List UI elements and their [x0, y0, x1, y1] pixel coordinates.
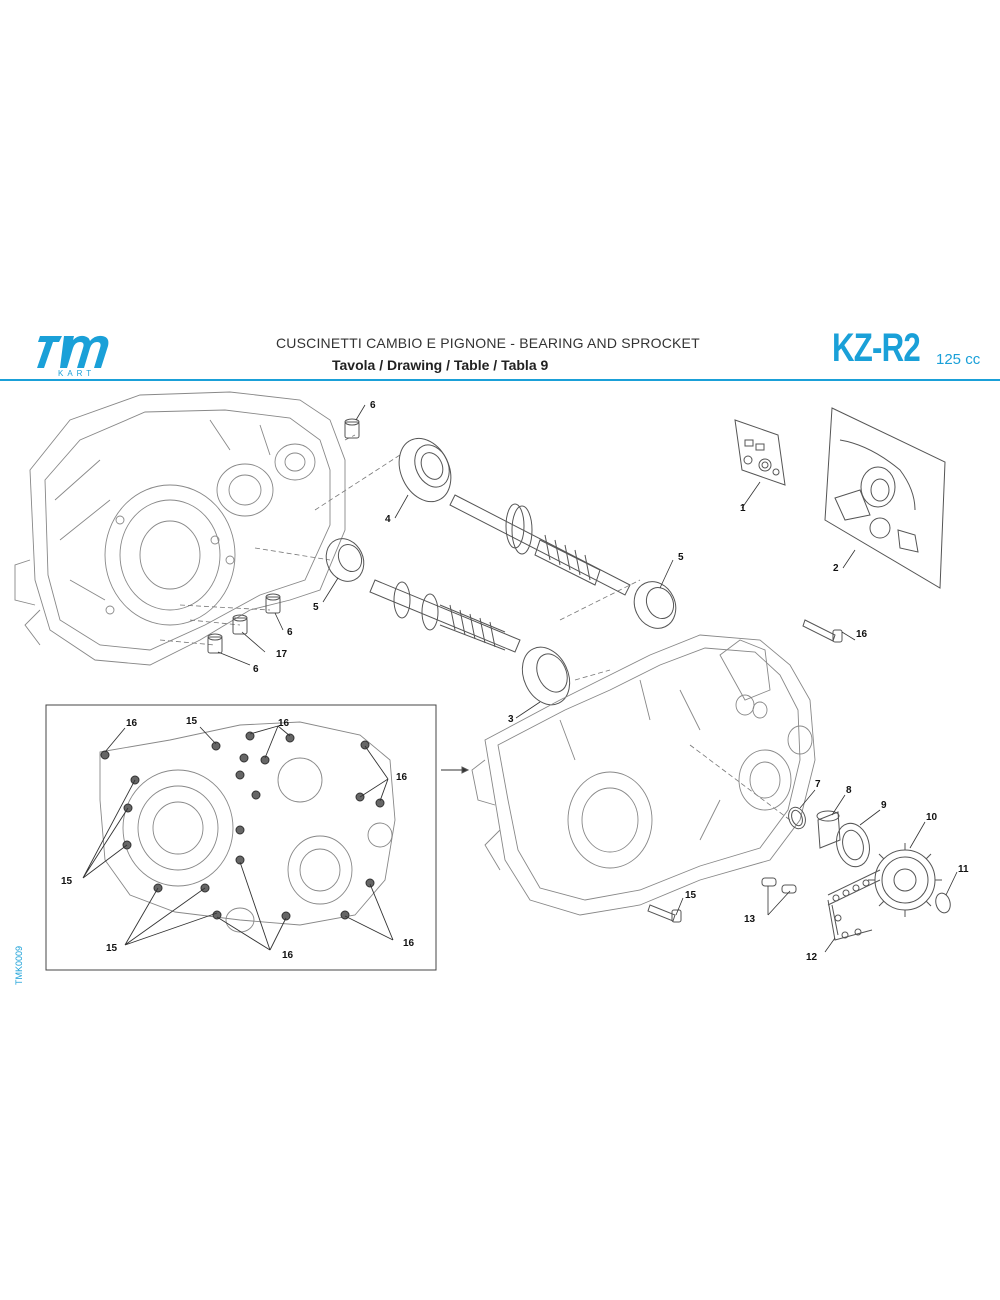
diagram-subtitle: Tavola / Drawing / Table / Tabla 9	[332, 357, 549, 373]
callout-6-low: 6	[253, 664, 259, 675]
callout-7: 7	[815, 779, 821, 790]
callout-5-left: 5	[313, 602, 319, 613]
callout-2: 2	[833, 563, 839, 574]
callout-16-inset-top: 16	[278, 718, 290, 729]
callout-3: 3	[508, 714, 514, 725]
bolt-15-detail	[647, 904, 682, 923]
callout-13: 13	[744, 914, 756, 925]
callout-15-inset-left: 15	[61, 876, 73, 887]
inset-detail-box	[45, 704, 470, 971]
gearbox-shaft-upper	[449, 494, 631, 596]
callout-16-inset-topleft: 16	[126, 718, 138, 729]
circlip-11	[935, 892, 951, 914]
gasket-kit-1	[734, 419, 786, 486]
callout-15-inset-top: 15	[186, 716, 198, 727]
bearing-3	[521, 646, 571, 706]
callout-10: 10	[926, 812, 938, 823]
bearing-4	[398, 437, 452, 503]
callout-11: 11	[958, 864, 969, 875]
oring-7	[788, 806, 806, 830]
bearing-5-left	[325, 538, 365, 582]
callout-15-inset-bottom: 15	[106, 943, 118, 954]
crankcase-left-half	[14, 391, 346, 666]
gasket-kit-2	[824, 407, 946, 589]
callout-1: 1	[740, 503, 746, 514]
header-divider	[0, 379, 1000, 381]
callout-6-top: 6	[370, 400, 376, 411]
crankcase-right-half	[471, 634, 816, 916]
callout-16-inset-bottomright: 16	[403, 938, 415, 949]
seal-9	[836, 822, 870, 868]
callout-6-mid: 6	[287, 627, 293, 638]
diagram-title: CUSCINETTI CAMBIO E PIGNONE - BEARING AN…	[276, 335, 700, 351]
callout-labels: 1 2 3 4 5 5 6 6 6 7 8 9 10 11 12 13 15 1…	[61, 400, 969, 963]
callout-16-inset-right: 16	[396, 772, 408, 783]
chain-link-13	[761, 877, 797, 894]
callout-12: 12	[806, 952, 818, 963]
sprocket-10	[868, 843, 942, 917]
callout-5-right: 5	[678, 552, 684, 563]
assembly-guide-lines	[159, 434, 791, 821]
callout-9: 9	[881, 800, 887, 811]
bushing-6-low	[207, 633, 223, 654]
tm-kart-logo	[37, 335, 109, 368]
bearing-5-right	[633, 581, 677, 629]
logo-subtitle: KART	[58, 369, 96, 378]
bushing-6-mid	[265, 593, 281, 614]
callout-15-bolt: 15	[685, 890, 697, 901]
callout-16-inset-bottom: 16	[282, 950, 294, 961]
callout-8: 8	[846, 785, 852, 796]
callout-17: 17	[276, 649, 288, 660]
bushing-17	[232, 614, 248, 635]
bolt-16-detail	[802, 619, 843, 643]
bushing-6-top	[344, 418, 360, 439]
bushing-8	[816, 810, 841, 849]
displacement-label: 125 cc	[936, 351, 981, 368]
callout-16-bolt: 16	[856, 629, 868, 640]
leader-lines	[217, 404, 958, 953]
model-name: KZ-R2	[832, 326, 921, 370]
callout-4: 4	[385, 514, 391, 525]
gearbox-shaft-lower	[369, 579, 521, 653]
chain-12	[827, 869, 881, 941]
